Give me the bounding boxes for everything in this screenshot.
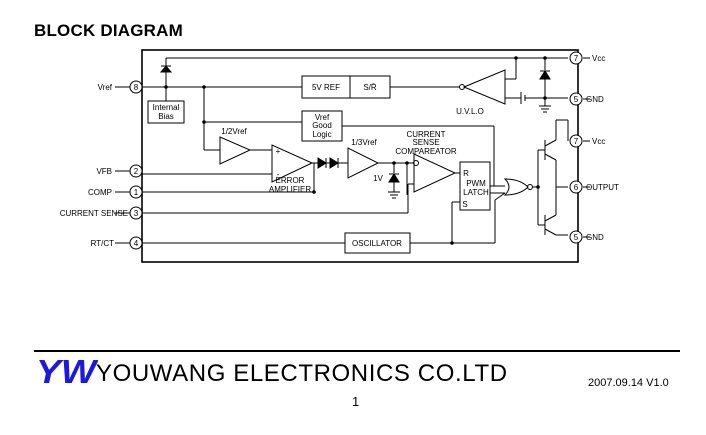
ic-package-outline bbox=[141, 49, 579, 263]
pin-7-out-circle bbox=[569, 134, 583, 148]
pin-1-number: 1 bbox=[134, 188, 139, 197]
nor-gate bbox=[503, 178, 529, 196]
youwang-logo: YW bbox=[36, 355, 98, 387]
pin-5-out-number: 5 bbox=[574, 233, 579, 242]
footer-rule bbox=[34, 350, 680, 352]
vref-good-label-1: Vref bbox=[315, 113, 330, 122]
latch-label-2: LATCH bbox=[463, 188, 489, 197]
pin-gnd-top-label: GND bbox=[586, 95, 604, 104]
diode-1 bbox=[317, 157, 327, 169]
vref-good-label-2: Good bbox=[312, 121, 332, 130]
current-sense-comparator bbox=[413, 153, 457, 193]
pin-gnd-out-label: GND bbox=[586, 233, 604, 242]
half-vref-label: 1/2Vref bbox=[221, 127, 247, 136]
error-amp-minus: - bbox=[277, 170, 280, 179]
cs-comp-label-1: CURRENT bbox=[406, 130, 445, 139]
error-amp-label-2: AMPLIFIER bbox=[269, 185, 311, 194]
pin-5-top-number: 5 bbox=[574, 95, 579, 104]
pin-output-label: OUTPUT bbox=[586, 183, 619, 192]
internal-bias-label-2: Bias bbox=[158, 112, 174, 121]
pin-rtct-label: RT/CT bbox=[91, 239, 115, 248]
pin-2-circle bbox=[129, 164, 143, 178]
pin-3-number: 3 bbox=[134, 209, 139, 218]
pin-7-top-number: 7 bbox=[574, 54, 579, 63]
date-version: 2007.09.14 V1.0 bbox=[588, 377, 669, 389]
pin-7-out-number: 7 bbox=[574, 137, 579, 146]
pin-5-out-circle bbox=[569, 230, 583, 244]
pin-vcc-top-label: Vcc bbox=[592, 54, 605, 63]
one-v-label: 1V bbox=[373, 174, 383, 183]
pin-6-number: 6 bbox=[574, 183, 579, 192]
company-name: YOUWANG ELECTRONICS CO.LTD bbox=[96, 360, 508, 387]
internal-bias-label-1: Internal bbox=[153, 103, 180, 112]
uvlo-label: U.V.L.O bbox=[456, 107, 484, 116]
pin-3-circle bbox=[129, 206, 143, 220]
error-amp-plus: + bbox=[276, 147, 281, 156]
error-amp-label-1: ERROR bbox=[276, 176, 305, 185]
ref-5v-label: 5V REF bbox=[312, 83, 340, 92]
pin-5-top-circle bbox=[569, 92, 583, 106]
pin-4-number: 4 bbox=[134, 239, 139, 248]
pin-1-circle bbox=[129, 185, 143, 199]
junction-dots bbox=[164, 56, 547, 245]
vcc-diode bbox=[159, 65, 173, 73]
pin-vcc-out-label: Vcc bbox=[592, 137, 605, 146]
pin-4-circle bbox=[129, 236, 143, 250]
sr-label: S/R̄ bbox=[363, 83, 377, 92]
pin-8-number: 8 bbox=[134, 83, 139, 92]
third-vref-label: 1/3Vref bbox=[351, 138, 377, 147]
block-diagram: 8 2 1 3 4 7 5 7 6 5 Vref VFB COMP CURREN… bbox=[60, 49, 619, 263]
internal-bias-block bbox=[147, 100, 185, 124]
clamp-zener-1v bbox=[388, 173, 400, 183]
pin-8-circle bbox=[129, 80, 143, 94]
oscillator-label: OSCILLATOR bbox=[352, 239, 402, 248]
uvlo-comparator bbox=[462, 69, 506, 105]
pin-6-circle bbox=[569, 180, 583, 194]
pin-comp-label: COMP bbox=[88, 188, 112, 197]
third-vref-divider bbox=[347, 147, 380, 179]
pin-7-top-circle bbox=[569, 51, 583, 65]
page-number: 1 bbox=[352, 394, 360, 409]
latch-label-1: PWM bbox=[466, 179, 486, 188]
diode-2 bbox=[329, 157, 339, 169]
pin-vref-label: Vref bbox=[98, 83, 113, 92]
cs-comp-label-2: SENSE bbox=[412, 138, 439, 147]
half-vref-buffer bbox=[219, 136, 252, 165]
vref-good-label-3: Logic bbox=[312, 130, 331, 139]
pin-2-number: 2 bbox=[134, 167, 139, 176]
cs-comp-label-3: COMPAREATOR bbox=[395, 147, 457, 156]
uvlo-zener bbox=[539, 70, 551, 80]
pin-vfb-label: VFB bbox=[96, 167, 112, 176]
pin-current-sense-label: CURRENT SENSE bbox=[60, 209, 128, 218]
error-amplifier bbox=[271, 144, 314, 183]
page-heading: BLOCK DIAGRAM bbox=[34, 21, 183, 40]
latch-s-label: S bbox=[462, 200, 467, 209]
logo-letters: YW bbox=[36, 355, 98, 387]
latch-r-label: R bbox=[463, 169, 469, 178]
